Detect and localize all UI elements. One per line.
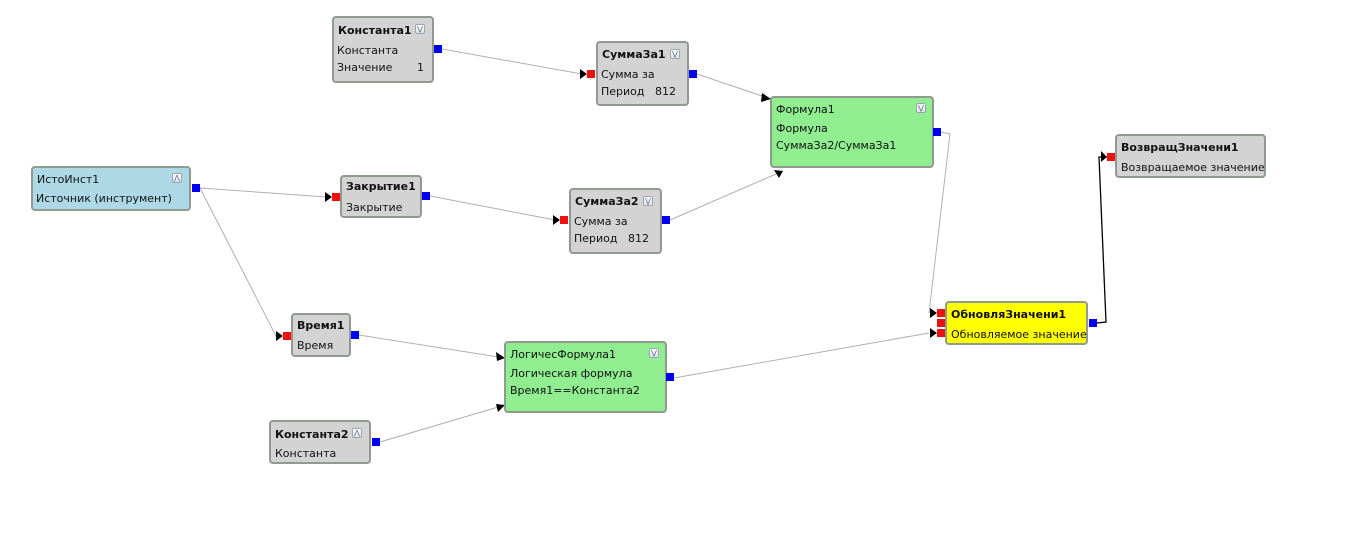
output-port[interactable] bbox=[192, 184, 200, 192]
wire-konstanta2-logformula1 bbox=[379, 404, 506, 443]
node-summaza1[interactable]: СуммаЗа1 ⋁ Сумма за Период 812 bbox=[596, 41, 689, 106]
input-arrow-icon bbox=[930, 328, 937, 338]
node-title: СуммаЗа2 bbox=[575, 195, 639, 208]
input-arrow-icon bbox=[276, 331, 283, 341]
double-chevron-down-icon[interactable]: ⋁ bbox=[916, 103, 926, 113]
node-konstanta1[interactable]: Константа1 ⋁ Константа Значение 1 bbox=[332, 16, 434, 83]
output-port[interactable] bbox=[666, 373, 674, 381]
output-port[interactable] bbox=[434, 45, 442, 53]
node-param: Значение 1 bbox=[337, 61, 431, 74]
arrow-formula1-in-bottom bbox=[774, 170, 783, 178]
node-title: Константа1 bbox=[338, 24, 412, 37]
wire-source-vremya1 bbox=[199, 187, 277, 337]
node-summaza2[interactable]: СуммаЗа2 ⋁ Сумма за Период 812 bbox=[569, 188, 662, 254]
node-formula1[interactable]: Формула1 ⋁ Формула СуммаЗа2/СуммаЗа1 bbox=[770, 96, 934, 168]
param-value[interactable]: 812 bbox=[628, 232, 649, 245]
param-value[interactable]: 812 bbox=[655, 85, 676, 98]
double-chevron-down-icon[interactable]: ⋁ bbox=[649, 348, 659, 358]
input-port[interactable] bbox=[587, 70, 595, 78]
input-port[interactable] bbox=[283, 332, 291, 340]
node-type: Обновляемое значение bbox=[951, 328, 1087, 341]
input-port[interactable] bbox=[937, 309, 945, 317]
node-title: ЛогичесФормула1 bbox=[510, 348, 617, 361]
arrow-logformula1-in-top bbox=[496, 352, 505, 361]
input-arrow-icon bbox=[325, 192, 332, 202]
param-value[interactable]: 1 bbox=[417, 61, 424, 74]
output-port[interactable] bbox=[933, 128, 941, 136]
node-type: Формула bbox=[776, 122, 828, 135]
input-port[interactable] bbox=[937, 319, 945, 327]
node-type: Закрытие bbox=[346, 201, 403, 214]
node-title: ОбновляЗначени1 bbox=[951, 308, 1067, 321]
output-port[interactable] bbox=[662, 216, 670, 224]
arrow-logformula1-in-bottom bbox=[496, 404, 505, 412]
node-title: ВозвращЗначени1 bbox=[1121, 141, 1239, 154]
input-port[interactable] bbox=[937, 329, 945, 337]
node-type: Источник (инструмент) bbox=[36, 192, 172, 205]
output-port[interactable] bbox=[372, 438, 380, 446]
output-port[interactable] bbox=[351, 331, 359, 339]
node-type: Логическая формула bbox=[510, 367, 633, 380]
double-chevron-up-icon[interactable]: ⋀ bbox=[172, 173, 182, 183]
input-arrow-icon bbox=[580, 69, 587, 79]
wire-vremya1-logformula1 bbox=[358, 334, 506, 359]
node-title: Формула1 bbox=[776, 103, 835, 116]
wire-source-zakrytie1 bbox=[199, 187, 328, 198]
wire-zakrytie1-summaza2 bbox=[429, 195, 556, 221]
wire-logformula1-obnovlya bbox=[673, 332, 930, 379]
double-chevron-down-icon[interactable]: ⋁ bbox=[643, 196, 653, 206]
node-obnovlyaznacheni1[interactable]: ОбновляЗначени1 Обновляемое значение bbox=[945, 301, 1088, 345]
node-istoinst1[interactable]: ИстоИнст1 ⋀ Источник (инструмент) bbox=[31, 166, 191, 211]
node-param: Период 812 bbox=[574, 232, 659, 245]
node-title: Закрытие1 bbox=[346, 180, 416, 193]
wire-obnovlya-vozvrat bbox=[1096, 156, 1107, 324]
formula-expression[interactable]: Время1==Константа2 bbox=[510, 384, 640, 397]
node-vremya1[interactable]: Время1 Время bbox=[291, 313, 351, 357]
wire-summaza2-formula1 bbox=[669, 170, 784, 221]
node-konstanta2[interactable]: Константа2 ⋀ Константа bbox=[269, 420, 371, 464]
output-port[interactable] bbox=[422, 192, 430, 200]
input-port[interactable] bbox=[560, 216, 568, 224]
output-port[interactable] bbox=[1089, 319, 1097, 327]
arrow-formula1-in-top bbox=[761, 93, 771, 102]
double-chevron-up-icon[interactable]: ⋀ bbox=[352, 428, 362, 438]
param-label: Период bbox=[574, 232, 618, 245]
param-label: Значение bbox=[337, 61, 393, 74]
node-type: Константа bbox=[275, 447, 337, 460]
output-port[interactable] bbox=[689, 70, 697, 78]
param-label: Период bbox=[601, 85, 645, 98]
input-port[interactable] bbox=[332, 193, 340, 201]
wire-summaza1-formula1 bbox=[696, 73, 772, 100]
double-chevron-down-icon[interactable]: ⋁ bbox=[670, 49, 680, 59]
formula-expression[interactable]: СуммаЗа2/СуммаЗа1 bbox=[776, 139, 897, 152]
node-param: Период 812 bbox=[601, 85, 686, 98]
wire-formula1-obnovlya bbox=[928, 131, 951, 314]
input-port[interactable] bbox=[1107, 153, 1115, 161]
arrow-vozvrat-in bbox=[1101, 151, 1107, 162]
node-type: Время bbox=[297, 339, 334, 352]
node-type: Константа bbox=[337, 44, 399, 57]
double-chevron-down-icon[interactable]: ⋁ bbox=[415, 24, 425, 34]
wire-konstanta1-summaza1 bbox=[441, 48, 583, 75]
node-type: Сумма за bbox=[574, 215, 628, 228]
input-arrow-icon bbox=[553, 215, 560, 225]
node-title: Время1 bbox=[297, 319, 345, 332]
node-title: СуммаЗа1 bbox=[602, 48, 666, 61]
node-vozvrashznacheni1[interactable]: ВозвращЗначени1 Возвращаемое значение bbox=[1115, 134, 1266, 178]
node-type: Сумма за bbox=[601, 68, 655, 81]
node-logformula1[interactable]: ЛогичесФормула1 ⋁ Логическая формула Вре… bbox=[504, 341, 667, 413]
node-type: Возвращаемое значение bbox=[1121, 161, 1265, 174]
node-title: Константа2 bbox=[275, 428, 349, 441]
node-zakrytie1[interactable]: Закрытие1 Закрытие bbox=[340, 175, 422, 218]
input-arrow-icon bbox=[930, 308, 937, 318]
node-title: ИстоИнст1 bbox=[37, 173, 100, 186]
